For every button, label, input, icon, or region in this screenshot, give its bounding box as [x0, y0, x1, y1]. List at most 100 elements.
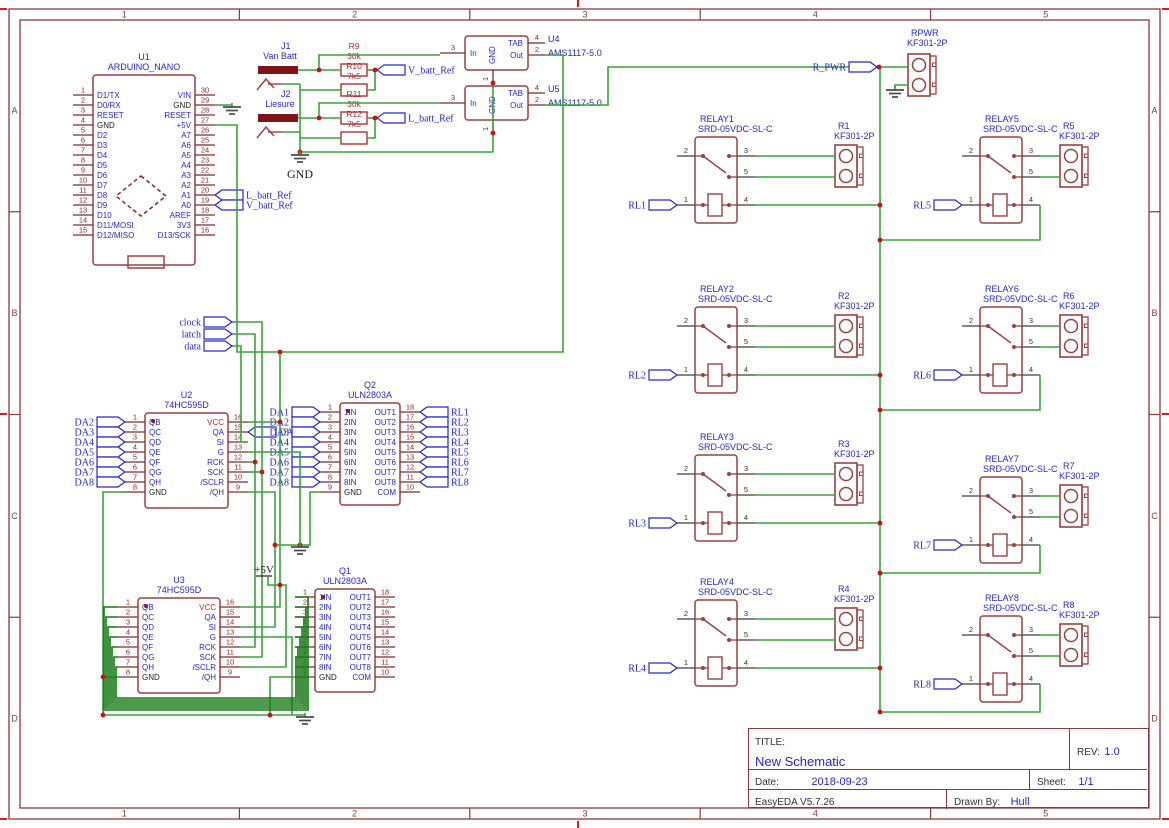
net-flag-RL2[interactable]: RL2 [418, 416, 469, 429]
net-flag-latch[interactable]: latch [182, 328, 234, 341]
net-flag-DA5[interactable]: DA5 [75, 446, 127, 459]
component-U1[interactable]: U1ARDUINO_NANO1D1/TX2D0/RX3RESET4GND5D26… [73, 52, 293, 269]
pin-number: 2 [969, 316, 973, 325]
drawn-by-value[interactable]: Hull [1010, 796, 1030, 808]
frame-row-label: B [1151, 308, 1157, 318]
net-flag-RL4[interactable]: RL4 [418, 436, 469, 449]
net-flag-V_batt_Ref[interactable]: V_batt_Ref [375, 64, 455, 77]
pin-name: 6IN [319, 643, 332, 652]
net-flag-RL8[interactable]: RL8 [418, 476, 469, 489]
net-flag-DA4[interactable]: DA4 [75, 436, 127, 449]
pin-number: 7 [81, 146, 85, 155]
pin-name: QG [142, 653, 154, 662]
net-flag-RL3[interactable]: RL3 [628, 517, 679, 530]
pin-number: 3 [81, 106, 85, 115]
net-flag-L_batt_Ref[interactable]: L_batt_Ref [375, 112, 454, 125]
rev-value[interactable]: 1.0 [1104, 746, 1120, 758]
component-value: KF301-2P [834, 449, 875, 459]
pin-number: 5 [1029, 507, 1033, 516]
schematic-title[interactable]: New Schematic [755, 754, 846, 769]
net-flag-RL3[interactable]: RL3 [418, 426, 469, 439]
net-label: GND [287, 167, 313, 181]
wire-path [367, 118, 376, 139]
wire-path [880, 375, 1041, 411]
net-flag-V_batt_Ref[interactable]: V_batt_Ref [213, 199, 293, 212]
pin-name: TAB [508, 39, 523, 48]
terminal-hole [911, 57, 927, 73]
net-flag-DA7[interactable]: DA7 [75, 466, 127, 479]
net-flag-RL6[interactable]: RL6 [913, 369, 964, 382]
component-value: KF301-2P [1059, 131, 1100, 141]
frame-column-label: 4 [813, 809, 818, 819]
flag-shape [648, 369, 679, 381]
net-flag-RL6[interactable]: RL6 [418, 456, 469, 469]
pin-number: 10 [226, 658, 234, 667]
pin-name: 2IN [344, 418, 357, 427]
net-flag-DA8[interactable]: DA8 [270, 476, 322, 489]
pin-number: 3 [328, 423, 332, 432]
net-flag-DA2[interactable]: DA2 [75, 416, 127, 429]
flag-label: DA3 [75, 428, 94, 439]
pin-number: 3 [126, 618, 130, 627]
ground-symbol [296, 713, 314, 725]
net-flag-data[interactable]: data [184, 340, 234, 353]
sheet-value[interactable]: 1/1 [1078, 776, 1094, 788]
power-flag-+5V[interactable]: +5V [254, 564, 274, 577]
net-flag-RL7[interactable]: RL7 [913, 539, 964, 552]
net-flag-DA6[interactable]: DA6 [75, 456, 127, 469]
pin-number: 1 [328, 403, 332, 412]
wires[interactable] [102, 54, 1060, 716]
pin-number: 12 [234, 453, 242, 462]
flag-label: V_batt_Ref [408, 66, 455, 77]
net-flag-DA3[interactable]: DA3 [75, 426, 127, 439]
flag-shape [418, 466, 449, 478]
net-flag-RL1[interactable]: RL1 [418, 406, 469, 419]
date-label: Date: [755, 777, 779, 788]
date-value[interactable]: 2018-09-23 [811, 776, 868, 788]
net-flag-R_PWR[interactable]: R_PWR [813, 61, 879, 74]
box [1084, 343, 1089, 348]
net-flag-RL5[interactable]: RL5 [913, 199, 964, 212]
net-flag-RL5[interactable]: RL5 [418, 446, 469, 459]
net-flag-L_batt_Ref[interactable]: L_batt_Ref [213, 189, 292, 202]
net-flag-RL2[interactable]: RL2 [628, 369, 679, 382]
box [834, 607, 858, 651]
net-flag-RL1[interactable]: RL1 [628, 199, 679, 212]
flag-label: latch [182, 330, 201, 341]
net-flag-DA8[interactable]: DA8 [75, 476, 127, 489]
component-Q1[interactable]: Q1ULN2803A11IN22IN33IN44IN55IN66IN77IN88… [295, 566, 395, 693]
net-flag-RL7[interactable]: RL7 [418, 466, 469, 479]
net-flag-RL4[interactable]: RL4 [628, 662, 679, 675]
pin-number: 1 [481, 77, 490, 81]
flag-label: RL3 [451, 428, 469, 439]
net-flag-RL8[interactable]: RL8 [913, 678, 964, 691]
net-flag-clock[interactable]: clock [179, 316, 234, 329]
component-value: KF301-2P [834, 131, 875, 141]
pin-number: 17 [381, 598, 389, 607]
component-U3[interactable]: U374HC595D1QB2QC3QD4QE5QF6QG7QH8GND16VCC… [118, 575, 240, 694]
pin-name: OUT1 [375, 408, 397, 417]
box [1081, 486, 1089, 526]
